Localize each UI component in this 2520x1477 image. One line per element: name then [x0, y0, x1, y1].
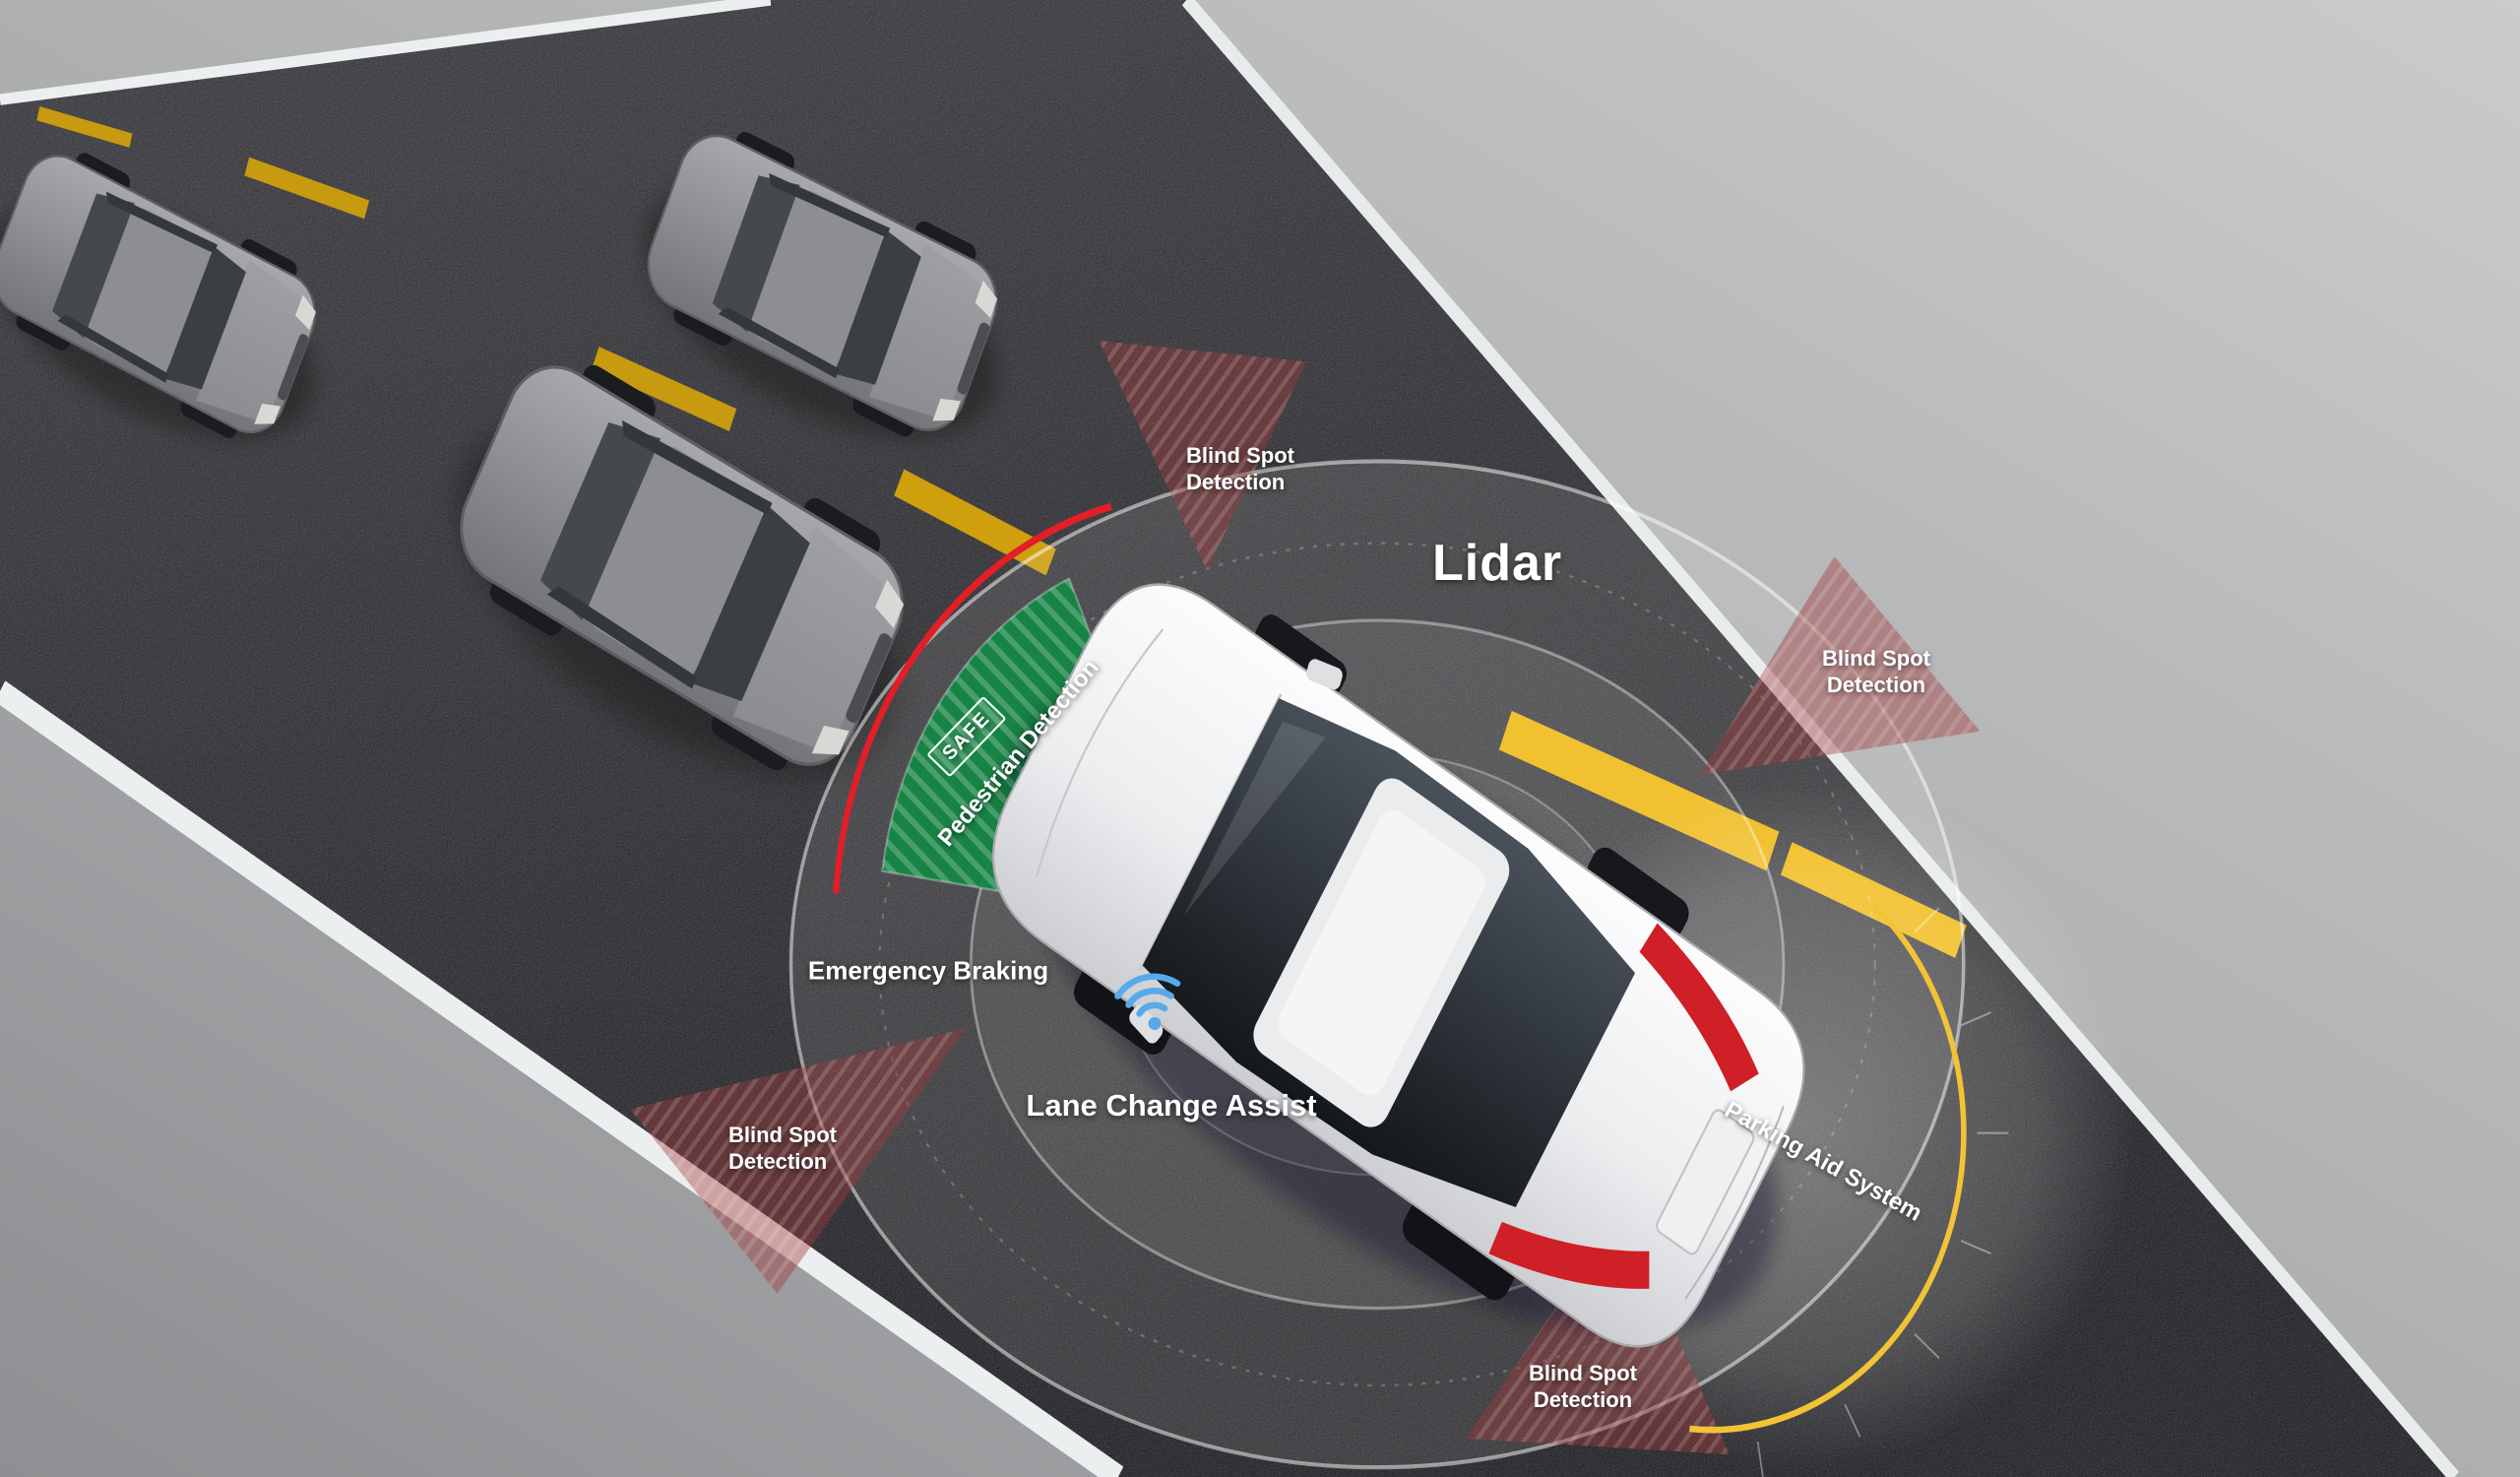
blind-spot-label-front: Blind Spot Detection — [1186, 443, 1294, 496]
lane-change-assist-label: Lane Change Assist — [1026, 1088, 1317, 1123]
blind-spot-line2: Detection — [728, 1148, 828, 1174]
blind-spot-line1: Blind Spot — [728, 1123, 837, 1147]
parking-aid-arc — [1689, 902, 1967, 1434]
blind-spot-line1: Blind Spot — [1529, 1361, 1637, 1385]
road-edge-line-far — [0, 0, 772, 105]
emergency-braking-label: Emergency Braking — [807, 955, 1049, 986]
blind-spot-label-left: Blind Spot Detection — [728, 1123, 837, 1176]
ego-car-taillight — [1639, 923, 1759, 1092]
parking-tick-marks — [1756, 907, 2009, 1477]
blind-spot-line1: Blind Spot — [1186, 443, 1294, 468]
blind-spot-line2: Detection — [1826, 672, 1926, 697]
lane-dash — [592, 346, 737, 432]
blind-spot-label-right: Blind Spot Detection — [1797, 646, 1955, 699]
blind-spot-cone-left — [630, 1028, 966, 1294]
blind-spot-cone-right — [1700, 555, 1981, 775]
wifi-icon — [1114, 973, 1181, 1030]
blind-spot-cone-front — [1099, 341, 1307, 571]
blind-spot-line2: Detection — [1533, 1386, 1633, 1412]
lane-dash — [244, 157, 370, 220]
blind-spot-line1: Blind Spot — [1822, 646, 1930, 671]
emergency-braking-arc — [833, 502, 1112, 894]
blind-spot-line2: Detection — [1186, 469, 1286, 494]
ego-car-mirror — [1306, 659, 1343, 690]
lidar-label: Lidar — [1432, 535, 1563, 592]
lane-dash — [36, 105, 133, 148]
ego-car — [992, 583, 1805, 1348]
ego-car-wheel — [1402, 1196, 1517, 1301]
blind-spot-label-rear: Blind Spot Detection — [1504, 1361, 1662, 1414]
ego-car-taillight — [1488, 1221, 1650, 1289]
road-edge-line-near — [0, 680, 1124, 1477]
